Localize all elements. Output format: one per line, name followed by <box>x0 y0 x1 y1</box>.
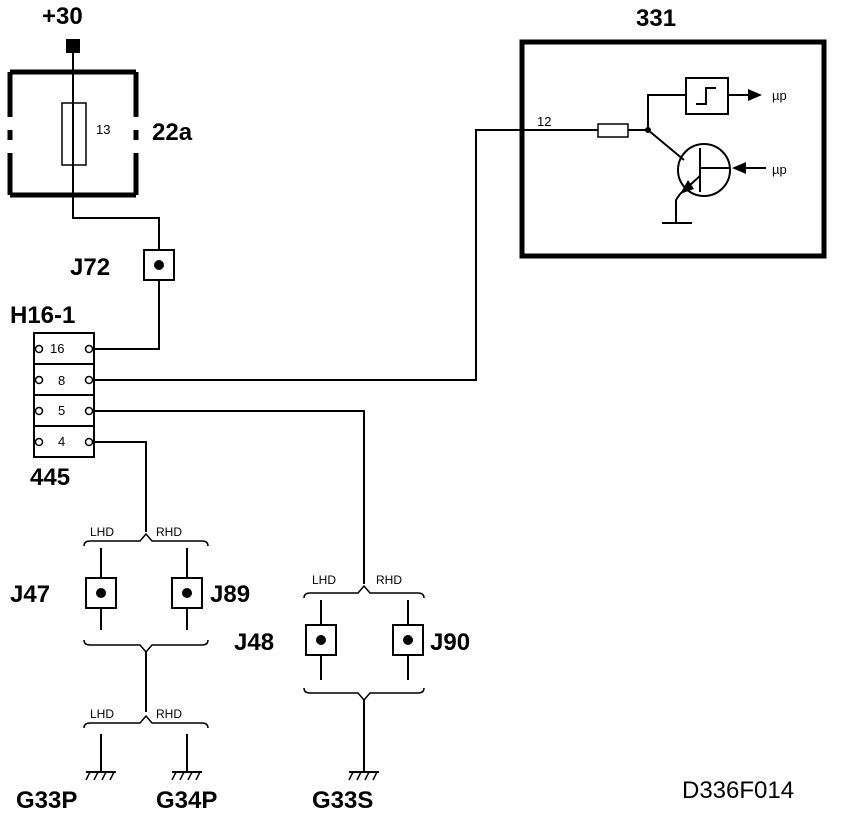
input-arrow-icon <box>732 162 746 174</box>
variant-brace-lower-right <box>303 687 425 702</box>
transistor-emitter-arrow <box>680 180 694 194</box>
module-input-label: µp <box>772 162 787 177</box>
connector-h16-ref: 445 <box>30 464 70 491</box>
transistor-icon <box>677 143 731 197</box>
connector-j48-label: J48 <box>234 629 274 656</box>
ground-g33s-icon <box>348 771 379 781</box>
variant-brace-upper-right <box>303 584 425 599</box>
connector-j72 <box>143 249 175 281</box>
variant-rhd-2: RHD <box>376 573 402 587</box>
module-box <box>519 39 827 259</box>
connector-j89 <box>171 577 203 609</box>
connector-j90 <box>392 624 424 656</box>
fuse-label: 22a <box>152 119 193 146</box>
variant-brace-ground-left <box>83 714 209 729</box>
ground-g33s-label: G33S <box>312 787 373 814</box>
transistor-base-wire <box>647 129 685 161</box>
connector-j89-label: J89 <box>210 581 250 608</box>
variant-lhd-1: LHD <box>90 525 114 539</box>
connector-j47-label: J47 <box>10 581 50 608</box>
connector-j48 <box>305 624 337 656</box>
output-arrow-icon <box>748 89 762 101</box>
ground-g34p-icon <box>171 771 202 781</box>
variant-brace-upper-left <box>83 532 209 547</box>
connector-j47 <box>85 577 117 609</box>
supply-terminal <box>66 39 80 53</box>
variant-rhd-3: RHD <box>156 707 182 721</box>
figure-id: D336F014 <box>682 777 794 804</box>
module-pin-label: 12 <box>537 114 551 129</box>
variant-brace-lower-left <box>83 639 209 654</box>
supply-label: +30 <box>42 3 83 30</box>
wire-h16-8-module <box>94 129 598 381</box>
h16-pin-8: 8 <box>58 373 65 388</box>
module-label: 331 <box>636 5 676 32</box>
schmitt-trigger-symbol <box>696 87 716 105</box>
variant-lhd-3: LHD <box>90 707 114 721</box>
wire-h16-5 <box>94 410 365 584</box>
connector-h16-block <box>33 332 95 458</box>
h16-pin-5: 5 <box>58 403 65 418</box>
connector-h16-label: H16-1 <box>10 302 75 329</box>
variant-rhd-1: RHD <box>156 525 182 539</box>
ground-g34p-label: G34P <box>156 787 217 814</box>
h16-pin-16: 16 <box>50 341 64 356</box>
fuse-number: 13 <box>96 122 110 137</box>
wire-supply-j72 <box>72 53 160 250</box>
module-wire-trigger <box>647 94 686 130</box>
variant-lhd-2: LHD <box>312 573 336 587</box>
module-output-label: µp <box>772 88 787 103</box>
wire-j72-h16-16 <box>94 280 160 350</box>
transistor-ground-wire <box>675 193 681 222</box>
ground-g33p-label: G33P <box>16 787 77 814</box>
module-resistor <box>597 123 629 138</box>
connector-j90-label: J90 <box>430 629 470 656</box>
connector-j72-label: J72 <box>70 254 110 281</box>
h16-pin-4: 4 <box>58 434 65 449</box>
ground-g33p-icon <box>85 771 116 781</box>
wire-h16-4 <box>94 441 147 532</box>
